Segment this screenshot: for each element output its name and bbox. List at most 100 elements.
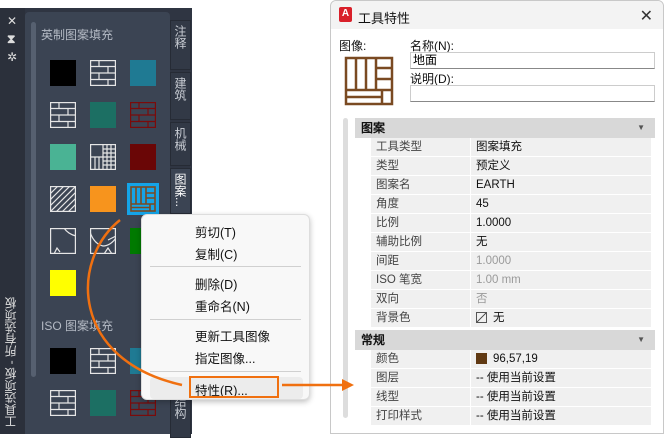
close-icon[interactable]: ✕	[639, 8, 653, 25]
property-row[interactable]: 双向否	[371, 290, 651, 309]
autocad-logo-icon: A	[339, 7, 352, 22]
property-name: 工具类型	[376, 141, 422, 153]
image-label: 图像:	[339, 39, 367, 53]
menu-item-cut[interactable]: 剪切(T)	[195, 226, 236, 240]
property-value-text: -- 使用当前设置	[476, 391, 556, 403]
tool-red-brick-tile[interactable]	[130, 102, 156, 128]
property-row[interactable]: 颜色 96,57,19	[371, 350, 651, 369]
palette-scrollbar[interactable]	[31, 22, 36, 377]
property-value[interactable]: 无	[470, 309, 651, 327]
tool-dark-red-tile[interactable]	[130, 144, 156, 170]
property-value-text: 1.00 mm	[476, 274, 521, 286]
property-name: 图案名	[376, 179, 411, 191]
property-value[interactable]: -- 使用当前设置	[470, 369, 651, 387]
tool-orange-tile[interactable]	[90, 186, 116, 212]
property-value-text: 45	[476, 198, 489, 210]
property-value[interactable]: 45	[470, 195, 651, 213]
tool-brick-tile[interactable]	[90, 60, 116, 86]
menu-separator	[150, 319, 301, 320]
no-color-icon	[476, 312, 487, 323]
property-name: 比例	[376, 217, 399, 229]
tool-grid-tile[interactable]	[90, 144, 116, 170]
tool-teal-tile[interactable]	[130, 60, 156, 86]
property-name: 类型	[376, 160, 399, 172]
settings-icon[interactable]: ✲	[7, 50, 18, 64]
property-value[interactable]: 96,57,19	[470, 350, 651, 368]
tool-black-tile[interactable]	[50, 60, 76, 86]
property-value[interactable]: 图案填充	[470, 138, 651, 156]
tool-brick-tile[interactable]	[50, 102, 76, 128]
property-value-text: 96,57,19	[493, 353, 538, 365]
tool-parquet-selected-tile[interactable]	[127, 183, 159, 215]
collapse-icon[interactable]: ▼	[637, 335, 645, 344]
palette-tab[interactable]: 结构	[170, 390, 191, 438]
property-row[interactable]: 工具类型 图案填充	[371, 138, 651, 157]
property-row[interactable]: 图层 -- 使用当前设置	[371, 369, 651, 388]
tool-black-tile[interactable]	[50, 348, 76, 374]
property-value[interactable]: EARTH	[470, 176, 651, 194]
palette-tab[interactable]: 建筑	[170, 72, 191, 120]
menu-item-copy[interactable]: 复制(C)	[195, 248, 238, 262]
context-menu: 剪切(T) 复制(C) 删除(D) 重命名(N) 更新工具图像 指定图像... …	[141, 214, 310, 400]
tool-yellow-tile[interactable]	[50, 270, 76, 296]
tool-mint-tile[interactable]	[50, 144, 76, 170]
tool-brick-tile[interactable]	[50, 390, 76, 416]
palette-title: 工具选项板 - 所有选项板	[4, 297, 18, 428]
property-value-text: 无	[476, 236, 488, 248]
palette-tab[interactable]: 注释	[170, 20, 191, 70]
property-value[interactable]: 否	[470, 290, 651, 308]
property-row[interactable]: 线型-- 使用当前设置	[371, 388, 651, 407]
tool-earth2-tile[interactable]	[90, 228, 116, 254]
property-row[interactable]: 类型 预定义	[371, 157, 651, 176]
property-row[interactable]: 比例 1.0000	[371, 214, 651, 233]
palette-tab[interactable]: 图案...	[170, 168, 191, 214]
section-title: 常规	[361, 333, 386, 347]
property-value[interactable]: 1.0000	[470, 214, 651, 232]
menu-separator	[150, 371, 301, 372]
menu-item-rename[interactable]: 重命名(N)	[195, 300, 250, 314]
property-value[interactable]: 1.0000	[470, 252, 651, 270]
property-value-text: -- 使用当前设置	[476, 410, 556, 422]
property-name: 颜色	[376, 353, 399, 365]
property-value-text: 1.0000	[476, 255, 512, 267]
property-row[interactable]: 背景色无	[371, 309, 651, 328]
property-value-text: 否	[476, 293, 488, 305]
tool-earth1-tile[interactable]	[50, 228, 76, 254]
dialog-titlebar: A 工具特性 ✕	[331, 1, 663, 29]
collapse-icon[interactable]: ▼	[637, 123, 645, 132]
menu-item-properties[interactable]: 特性(R)...	[195, 384, 248, 398]
autohide-icon[interactable]: ⧗	[7, 32, 16, 46]
property-value[interactable]: -- 使用当前设置	[470, 388, 651, 406]
property-value[interactable]: 无	[470, 233, 651, 251]
close-icon[interactable]: ✕	[7, 14, 18, 28]
property-value[interactable]: 1.00 mm	[470, 271, 651, 289]
property-row[interactable]: 打印样式-- 使用当前设置	[371, 407, 651, 426]
property-name: 图层	[376, 372, 399, 384]
property-row[interactable]: 辅助比例无	[371, 233, 651, 252]
description-input[interactable]	[410, 85, 655, 102]
tool-dark-teal-tile[interactable]	[90, 102, 116, 128]
tool-dark-teal-tile[interactable]	[90, 390, 116, 416]
property-value-text: EARTH	[476, 179, 515, 191]
property-row[interactable]: 图案名 EARTH	[371, 176, 651, 195]
tool-hatch-tile[interactable]	[50, 186, 76, 212]
tool-properties-dialog: A 工具特性 ✕ 图像: 名称(N): 地面 说明(D): 图案▼工具类型图案填…	[330, 0, 664, 434]
pattern-preview-image[interactable]	[344, 56, 394, 106]
section-title: 图案	[361, 121, 386, 135]
menu-item-delete[interactable]: 删除(D)	[195, 278, 238, 292]
grid-scrollbar[interactable]	[343, 118, 348, 418]
property-value[interactable]: -- 使用当前设置	[470, 407, 651, 425]
palette-tab[interactable]: 机械	[170, 122, 191, 166]
tool-brick-tile[interactable]	[90, 348, 116, 374]
name-input[interactable]: 地面	[410, 52, 655, 69]
property-value[interactable]: 预定义	[470, 157, 651, 175]
section-header[interactable]: 常规 ▼	[355, 330, 655, 350]
menu-item-specify-image[interactable]: 指定图像...	[195, 352, 256, 366]
section-header[interactable]: 图案 ▼	[355, 118, 655, 138]
menu-item-update-image[interactable]: 更新工具图像	[195, 330, 271, 344]
color-swatch	[476, 353, 487, 364]
